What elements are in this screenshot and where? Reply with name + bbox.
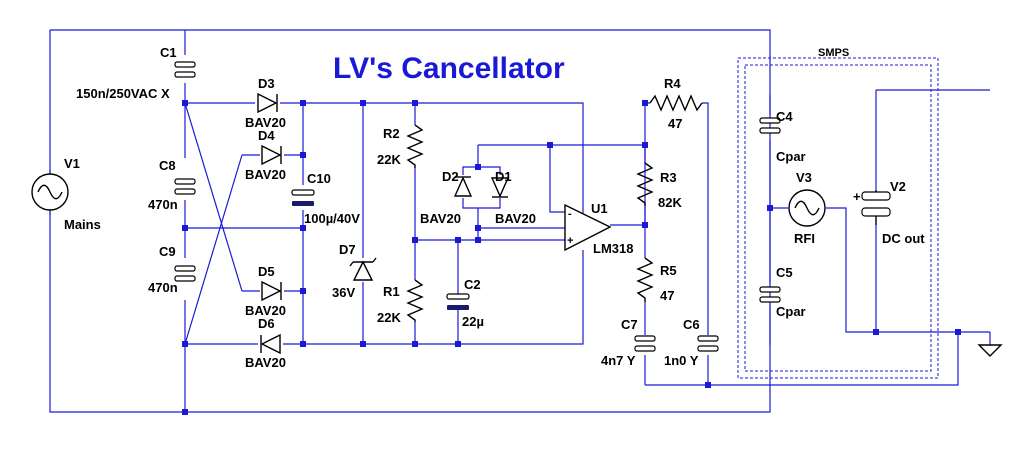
c5-value: Cpar: [776, 304, 806, 319]
r1-value: 22K: [377, 310, 401, 325]
d1-ref: D1: [495, 169, 512, 184]
capacitor-c9-symbol: [174, 265, 196, 282]
v2-value: DC out: [882, 231, 925, 246]
ground-icon: [977, 344, 1003, 357]
c6-value: 1n0 Y: [664, 353, 699, 368]
smps-label: SMPS: [818, 47, 849, 59]
c10-value: 100µ/40V: [304, 211, 360, 226]
opamp-u1-symbol: - +: [564, 203, 612, 252]
diode-d3-symbol: [257, 92, 278, 114]
d4-value: BAV20: [245, 167, 286, 182]
r5-ref: R5: [660, 263, 677, 278]
resistor-r3-symbol: [636, 162, 654, 206]
c6-ref: C6: [683, 317, 700, 332]
r2-ref: R2: [383, 126, 400, 141]
d5-value: BAV20: [245, 303, 286, 318]
capacitor-c4-symbol: [759, 117, 781, 134]
ac-source-v1-symbol: [31, 170, 69, 215]
capacitor-c6-symbol: [697, 335, 719, 352]
v1-ref: V1: [64, 156, 80, 171]
c9-value: 470n: [148, 280, 178, 295]
d2-value: BAV20: [420, 211, 461, 226]
r3-ref: R3: [660, 170, 677, 185]
battery-plus-sign: +: [853, 189, 861, 204]
c8-value: 470n: [148, 197, 178, 212]
diode-d6-symbol: [260, 333, 281, 355]
c2-ref: C2: [464, 277, 481, 292]
c1-value: 150n/250VAC X: [76, 86, 170, 101]
ac-source-v3-symbol: [788, 189, 826, 227]
opamp-plus-pin: +: [567, 235, 573, 247]
v2-ref: V2: [890, 179, 906, 194]
r1-ref: R1: [383, 284, 400, 299]
capacitor-c1-symbol: [174, 61, 196, 78]
d1-value: BAV20: [495, 211, 536, 226]
c10-ref: C10: [307, 171, 331, 186]
v1-value: Mains: [64, 217, 101, 232]
d5-ref: D5: [258, 264, 275, 279]
c9-ref: C9: [159, 244, 176, 259]
c4-value: Cpar: [776, 149, 806, 164]
c7-ref: C7: [621, 317, 638, 332]
c8-ref: C8: [159, 158, 176, 173]
diode-d4-symbol: [261, 144, 282, 166]
r2-value: 22K: [377, 152, 401, 167]
capacitor-c5-symbol: [759, 286, 781, 303]
resistor-r2-symbol: [406, 124, 424, 168]
diode-d2-symbol: [453, 176, 473, 197]
capacitor-c2-symbol: [446, 293, 470, 310]
capacitor-c8-symbol: [174, 178, 196, 195]
capacitor-c7-symbol: [634, 335, 656, 352]
battery-v2-symbol: +: [853, 189, 891, 225]
d2-ref: D2: [442, 169, 459, 184]
r3-value: 82K: [658, 195, 682, 210]
junction-dots: [182, 100, 961, 415]
u1-value: LM318: [593, 241, 633, 256]
r4-value: 47: [668, 116, 682, 131]
smps-box-inner: [744, 64, 932, 372]
d7-value: 36V: [332, 285, 355, 300]
c1-ref: C1: [160, 45, 177, 60]
resistor-r4-symbol: [649, 94, 703, 112]
smps-box-outer: [737, 57, 939, 379]
c7-value: 4n7 Y: [601, 353, 636, 368]
d4-ref: D4: [258, 128, 275, 143]
diode-d5-symbol: [261, 280, 282, 302]
d7-ref: D7: [339, 242, 356, 257]
d6-value: BAV20: [245, 355, 286, 370]
r5-value: 47: [660, 288, 674, 303]
c4-ref: C4: [776, 109, 793, 124]
diode-d1-symbol: [490, 177, 510, 198]
schematic-title: LV's Cancellator: [333, 52, 565, 85]
component-labels: C1 150n/250VAC X V1 Mains C8 470n C9 470…: [64, 45, 925, 370]
u1-ref: U1: [591, 201, 608, 216]
resistor-r1-symbol: [406, 279, 424, 322]
capacitor-c10-symbol: [291, 189, 315, 206]
resistor-r5-symbol: [636, 257, 654, 302]
r4-ref: R4: [664, 76, 681, 91]
d3-value: BAV20: [245, 115, 286, 130]
opamp-minus-pin: -: [568, 208, 572, 220]
d6-ref: D6: [258, 316, 275, 331]
d3-ref: D3: [258, 76, 275, 91]
c2-value: 22µ: [462, 314, 484, 329]
zener-d7-symbol: [349, 257, 377, 281]
c5-ref: C5: [776, 265, 793, 280]
v3-ref: V3: [796, 170, 812, 185]
v3-value: RFI: [794, 231, 815, 246]
